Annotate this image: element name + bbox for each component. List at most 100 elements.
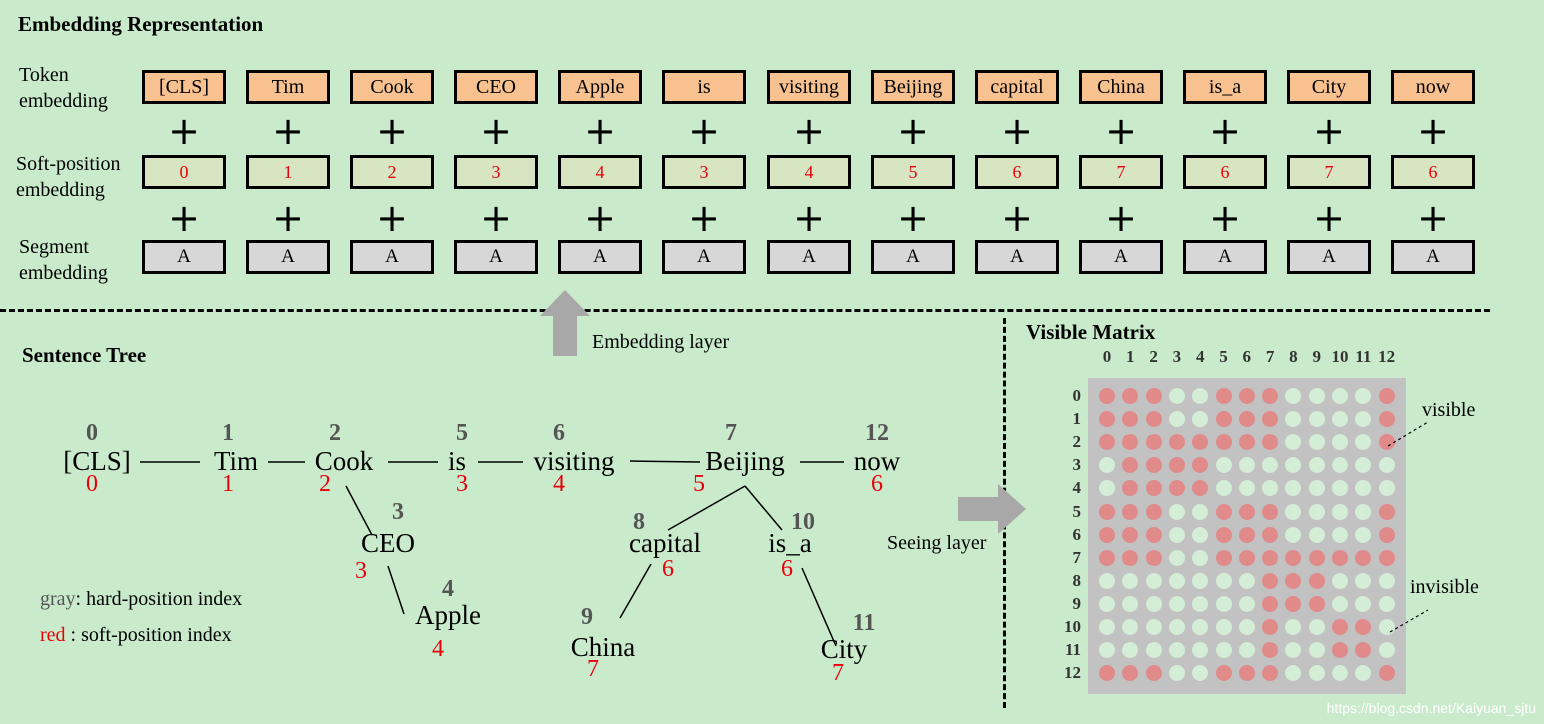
token-box: [CLS] [142,70,226,104]
matrix-cell-visible [1332,619,1348,635]
matrix-cell-invisible [1192,503,1209,520]
matrix-cell-visible [1122,457,1139,474]
matrix-cell-visible [1145,526,1162,543]
matrix-cell-invisible [1192,526,1209,543]
matrix-cell-invisible [1332,503,1348,520]
watermark: https://blog.csdn.net/Kaiyuan_sjtu [1326,700,1536,716]
matrix-cell-visible [1122,549,1139,566]
tree-node-hard-index: 6 [553,420,565,446]
position-box: 4 [558,155,642,189]
invisible-label: invisible [1410,576,1479,598]
tree-node-hard-index: 12 [865,420,889,446]
matrix-cell-invisible [1332,457,1348,474]
tree-node-hard-index: 1 [222,420,234,446]
matrix-cell-visible [1099,388,1115,404]
position-box: 7 [1287,155,1371,189]
matrix-cell-visible [1215,388,1232,404]
plus-icon: + [1209,196,1241,240]
matrix-cell-invisible [1145,642,1162,659]
matrix-cell-invisible [1238,619,1255,635]
matrix-cell-visible [1122,388,1139,404]
token-box: Beijing [871,70,955,104]
segment-box: A [454,240,538,274]
position-box: 5 [871,155,955,189]
tree-node-soft-index: 5 [693,471,705,497]
matrix-col-label: 11 [1355,347,1372,366]
plus-icon: + [376,196,408,240]
matrix-cell-invisible [1378,457,1395,474]
matrix-cell-visible [1378,549,1395,566]
matrix-col-label: 10 [1331,347,1349,366]
matrix-cell-invisible [1332,411,1348,428]
matrix-cell-invisible [1285,665,1302,682]
matrix-cell-invisible [1122,642,1139,659]
segment-box: A [1391,240,1475,274]
tree-node-soft-index: 4 [553,471,565,497]
matrix-cell-invisible [1238,595,1255,612]
segment-embedding-label-line2: embedding [19,262,108,284]
segment-embedding-label-line1: Segment [19,236,89,258]
matrix-cell-invisible [1285,526,1302,543]
matrix-row-label: 1 [1072,409,1082,429]
token-box: visiting [767,70,851,104]
matrix-cell-invisible [1332,595,1348,612]
plus-icon: + [272,196,304,240]
matrix-cell-invisible [1262,480,1279,497]
tree-node-soft-index: 6 [871,471,883,497]
matrix-cell-invisible [1238,642,1255,659]
matrix-cell-invisible [1192,619,1209,635]
matrix-row-label: 2 [1072,432,1082,452]
matrix-cell-invisible [1355,595,1372,612]
plus-icon: + [1417,109,1449,153]
matrix-cell-visible [1168,434,1185,451]
tree-node-hard-index: 5 [456,420,468,446]
position-box: 6 [975,155,1059,189]
tree-node-soft-index: 0 [86,471,98,497]
segment-box: A [558,240,642,274]
matrix-cell-invisible [1099,457,1115,474]
token-embedding-label: Token embedding [19,62,108,114]
matrix-cell-invisible [1192,388,1209,404]
matrix-cell-visible [1215,549,1232,566]
tree-node-soft-index: 7 [832,660,844,686]
matrix-cell-invisible [1355,526,1372,543]
matrix-cell-invisible [1099,595,1115,612]
matrix-cell-invisible [1192,595,1209,612]
matrix-cell-invisible [1192,642,1209,659]
matrix-cell-invisible [1099,619,1115,635]
matrix-cell-visible [1308,572,1325,589]
tree-node-hard-index: 3 [392,499,404,525]
matrix-col-label: 4 [1195,347,1205,366]
matrix-cell-visible [1145,388,1162,404]
matrix-cell-visible [1099,434,1115,451]
plus-icon: + [1001,109,1033,153]
matrix-cell-visible [1262,411,1279,428]
tree-node-soft-index: 3 [456,471,468,497]
legend-gray-key: gray [40,588,76,610]
matrix-row-label: 0 [1072,386,1082,405]
position-box: 3 [662,155,746,189]
position-box: 2 [350,155,434,189]
matrix-cell-visible [1145,503,1162,520]
tree-node-word: Beijing [705,446,785,476]
matrix-cell-invisible [1355,480,1372,497]
matrix-cell-visible [1378,665,1395,682]
matrix-cell-visible [1145,411,1162,428]
matrix-cell-invisible [1355,411,1372,428]
matrix-cell-invisible [1308,503,1325,520]
tree-node-hard-index: 4 [442,576,454,602]
segment-box: A [767,240,851,274]
tree-node-soft-index: 4 [432,636,444,662]
matrix-col-label: 3 [1172,347,1182,366]
plus-icon: + [480,109,512,153]
matrix-cell-visible [1378,434,1395,451]
matrix-cell-invisible [1308,665,1325,682]
matrix-cell-invisible [1355,572,1372,589]
tree-node-hard-index: 2 [329,420,341,446]
legend-red-text: : soft-position index [65,624,232,646]
matrix-cell-visible [1262,503,1279,520]
plus-icon: + [168,196,200,240]
matrix-cell-invisible [1215,619,1232,635]
matrix-cell-visible [1378,526,1395,543]
matrix-row-label: 9 [1072,593,1082,613]
